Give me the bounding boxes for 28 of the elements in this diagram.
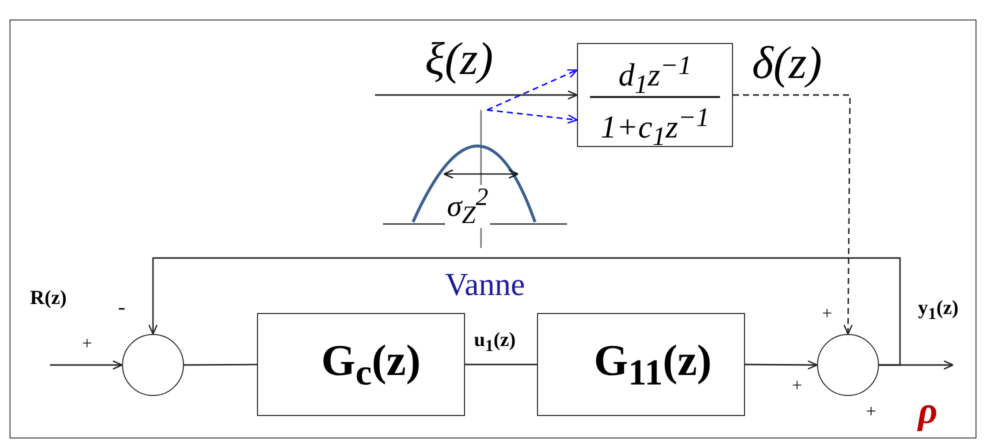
sign-label: + bbox=[82, 334, 92, 352]
arrow bbox=[486, 109, 578, 124]
edge-label: R(z) bbox=[30, 288, 67, 308]
arrow bbox=[148, 257, 901, 366]
transfer-function-block bbox=[257, 313, 465, 416]
sign-label: + bbox=[866, 402, 876, 420]
edge-label: ξ(z) bbox=[425, 36, 494, 82]
sign-label: - bbox=[118, 296, 126, 318]
transfer-function-text: G$_{c}$(z) bbox=[321, 338, 421, 391]
transfer-function-block bbox=[537, 313, 745, 416]
sign-label: + bbox=[792, 376, 802, 394]
transfer-function-block bbox=[577, 43, 733, 147]
numerator-text: d$_{1}$z$^{−1}$ bbox=[618, 52, 692, 98]
arrow bbox=[733, 94, 853, 335]
output-symbol: ρ bbox=[918, 392, 938, 430]
arrow bbox=[745, 360, 818, 370]
edge-label: y$_{1}$(z) bbox=[918, 298, 959, 323]
arrow bbox=[375, 90, 578, 100]
edge-label: u$_{1}$(z) bbox=[474, 330, 516, 355]
valve-label: Vanne bbox=[445, 268, 525, 300]
connector-line bbox=[184, 364, 257, 366]
arrow bbox=[486, 69, 578, 111]
edge-label: δ(z) bbox=[752, 40, 822, 86]
arrow bbox=[50, 360, 123, 370]
sign-label: + bbox=[822, 304, 832, 322]
denominator-text: 1+c$_{1}$z$^{−1}$ bbox=[600, 104, 710, 150]
connector-line bbox=[465, 364, 537, 366]
transfer-function-text: G$_{11}$(z) bbox=[594, 338, 712, 391]
